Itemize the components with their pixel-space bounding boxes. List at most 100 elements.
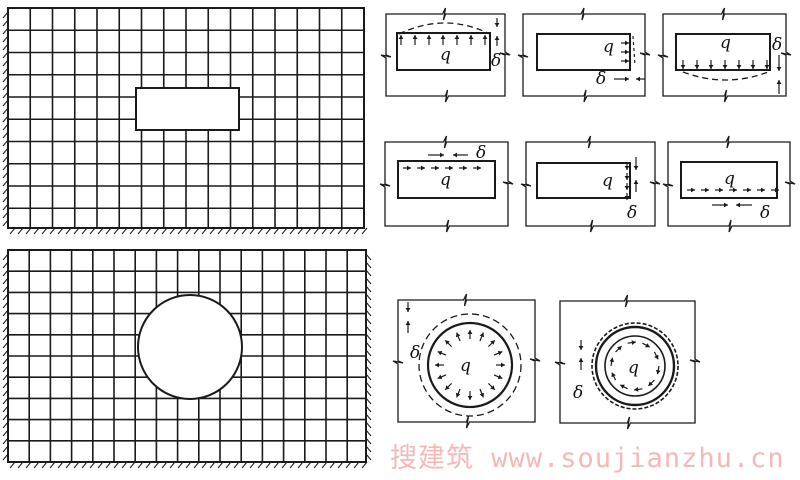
- load-arrow-icon: [445, 165, 453, 171]
- hatch: [33, 227, 40, 235]
- displacement-arrow-icon: [633, 157, 639, 170]
- load-arrow-icon: [757, 187, 765, 193]
- load-arrow-icon: [653, 351, 659, 360]
- arrow-head: [463, 165, 467, 171]
- displacement-arrow-icon: [405, 321, 411, 333]
- arrow-head: [426, 35, 432, 39]
- hatch: [365, 357, 372, 365]
- load-arrow-icon: [634, 387, 643, 392]
- load-arrow-icon: [627, 340, 636, 345]
- hatch: [365, 365, 372, 373]
- hatch: [2, 277, 9, 285]
- hatch: [329, 227, 336, 235]
- inner-circle: [604, 335, 666, 397]
- hatch: [337, 227, 344, 235]
- arrow-head: [633, 166, 639, 170]
- hatch: [113, 227, 120, 235]
- hatch: [2, 437, 9, 445]
- panel-frame: [517, 7, 651, 103]
- arrow-head: [624, 186, 630, 190]
- hatch: [2, 453, 9, 461]
- hatch: [9, 461, 16, 469]
- hatch: [57, 227, 64, 235]
- load-arrow-icon: [680, 60, 686, 69]
- deformed-shape-dashed: [682, 71, 769, 81]
- displacement-arrow-icon: [453, 152, 468, 158]
- arrow-head: [654, 354, 659, 360]
- arrow-head: [691, 187, 695, 193]
- hatch: [17, 227, 24, 235]
- arrow-head: [708, 65, 714, 69]
- plate-border: [7, 249, 367, 463]
- arrow-head: [747, 187, 751, 193]
- hatch: [2, 285, 9, 293]
- arrow-head: [501, 362, 505, 368]
- hatch: [2, 83, 9, 91]
- arrow-head: [631, 340, 636, 345]
- load-arrow-icon: [412, 35, 418, 45]
- panel-frame: [657, 7, 792, 103]
- mesh-plate-rect-opening: [2, 7, 368, 235]
- hatch: [2, 373, 9, 381]
- arrow-head: [705, 187, 709, 193]
- hatch: [2, 309, 9, 317]
- hatch: [201, 227, 208, 235]
- hatch: [2, 123, 9, 131]
- load-arrow-icon: [609, 357, 615, 367]
- arrow-head: [680, 65, 686, 69]
- hatch: [365, 341, 372, 349]
- arrow-head: [405, 308, 411, 312]
- hatch: [281, 227, 288, 235]
- arrow-head: [494, 23, 500, 27]
- hatch: [365, 325, 372, 333]
- panel-bottom-edge-normal: [657, 7, 792, 103]
- arrow-head: [625, 40, 629, 46]
- hatch: [2, 293, 9, 301]
- hatch: [2, 107, 9, 115]
- arrow-head: [764, 65, 770, 69]
- arrow-head: [633, 180, 639, 184]
- hatch: [365, 277, 372, 285]
- hatch: [2, 99, 9, 107]
- arrow-head: [468, 35, 474, 39]
- label-q: q: [440, 170, 451, 190]
- mesh-plate-circular-opening: [2, 249, 372, 469]
- hatch: [2, 67, 9, 75]
- hatch: [105, 227, 112, 235]
- arrow-head: [648, 381, 653, 386]
- label-q: q: [720, 33, 731, 53]
- arrow-head: [624, 176, 630, 180]
- arrow-head: [625, 76, 629, 82]
- hatch: [2, 35, 9, 43]
- label-delta: δ: [760, 203, 770, 223]
- load-arrow-icon: [619, 384, 628, 390]
- label-delta: δ: [491, 51, 501, 71]
- hatch: [9, 227, 16, 235]
- arrow-head: [578, 346, 584, 350]
- arrow-head: [490, 385, 495, 390]
- hatch: [353, 227, 360, 235]
- label-delta: δ: [627, 203, 637, 223]
- load-arrow-icon: [455, 388, 461, 398]
- hatch: [257, 227, 264, 235]
- load-arrow-icon: [624, 193, 630, 200]
- load-arrow-icon: [621, 58, 629, 64]
- hatch: [2, 253, 9, 261]
- arrow-head: [479, 392, 485, 398]
- load-arrow-icon: [687, 187, 695, 193]
- hatch: [73, 461, 80, 469]
- arrow-head: [467, 330, 473, 334]
- hatch: [2, 413, 9, 421]
- label-delta: δ: [772, 35, 782, 55]
- load-arrow-icon: [455, 332, 461, 342]
- hatch: [365, 413, 372, 421]
- hatch: [57, 461, 64, 469]
- plate-border: [7, 7, 365, 229]
- load-arrow-icon: [729, 187, 737, 193]
- arrow-head: [719, 187, 723, 193]
- displacement-arrow-icon: [633, 180, 639, 192]
- hatch: [2, 405, 9, 413]
- label-q: q: [460, 356, 471, 376]
- load-arrow-icon: [467, 330, 473, 339]
